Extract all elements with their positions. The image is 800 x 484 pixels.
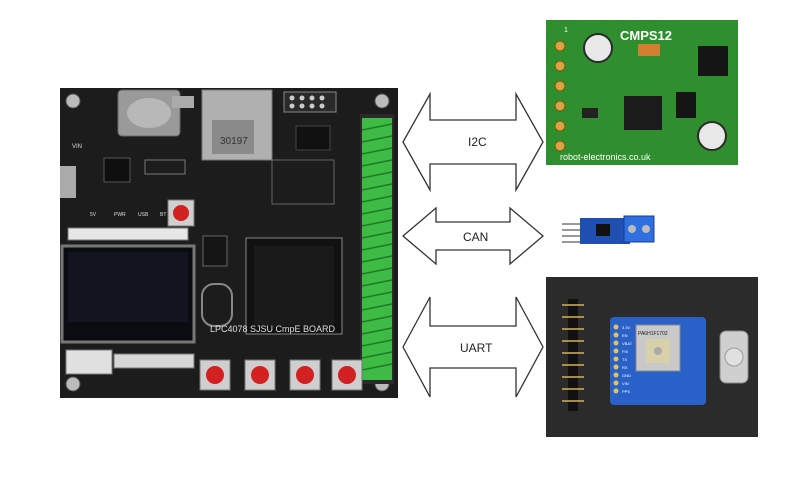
gps-pads bbox=[613, 324, 619, 394]
terminal-screw bbox=[642, 225, 650, 233]
can-chip bbox=[596, 224, 610, 236]
gps-pin-label: GND bbox=[622, 373, 631, 378]
user-button-3 bbox=[296, 366, 314, 384]
label-pwr: PWR bbox=[114, 212, 126, 218]
gps-pin-label: 3.3V bbox=[622, 325, 631, 330]
mcu-die bbox=[254, 246, 334, 326]
bottom-connector bbox=[65, 349, 113, 375]
cmps12-pins bbox=[554, 40, 566, 152]
gps-pin-label: FIX bbox=[622, 349, 629, 354]
gps-svg: 3.3V EN VBAT FIX TX RX GND VIN PPS PA6H1… bbox=[546, 277, 758, 437]
cmps12-hole bbox=[583, 33, 613, 63]
cmps12-title: CMPS12 bbox=[620, 28, 672, 43]
silk-outline bbox=[271, 159, 335, 205]
gps-coin-cell bbox=[724, 347, 744, 367]
crystal bbox=[201, 283, 233, 327]
eeprom-chip bbox=[295, 125, 331, 151]
bt-chip bbox=[103, 157, 131, 183]
can-arrow bbox=[401, 206, 545, 266]
gps-antenna-feed bbox=[654, 347, 662, 355]
sd-card bbox=[212, 120, 254, 154]
mounting-hole bbox=[65, 376, 81, 392]
oled-screen bbox=[68, 252, 188, 322]
user-button-2 bbox=[251, 366, 269, 384]
board-silkscreen: LPC4078 SJSU CmpE BOARD bbox=[210, 324, 336, 334]
mounting-hole bbox=[374, 93, 390, 109]
user-button-4 bbox=[338, 366, 356, 384]
terminal-screw bbox=[628, 225, 636, 233]
i2c-arrow bbox=[402, 91, 544, 193]
gps-pin-label: VIN bbox=[622, 381, 629, 386]
gps-module-text: PA6H1F1702 bbox=[638, 331, 668, 337]
gps-pin-label: PPS bbox=[622, 389, 630, 394]
can-transceiver-svg bbox=[562, 215, 655, 244]
label-vin: VIN bbox=[72, 144, 82, 150]
gps-pin-label: VBAT bbox=[622, 341, 633, 346]
user-buttons bbox=[199, 359, 363, 391]
user-button-1 bbox=[206, 366, 224, 384]
gps-pin-label: RX bbox=[622, 365, 628, 370]
bottom-pin-row bbox=[113, 353, 195, 369]
reset-button bbox=[173, 205, 189, 221]
label-bt: BT bbox=[160, 212, 166, 218]
usb-connector-top bbox=[172, 96, 194, 108]
lpc4078-board-image: 30197 VIN 5V PWR USB BT bbox=[60, 88, 398, 398]
can-label: CAN bbox=[463, 230, 489, 244]
cmps12-led bbox=[638, 44, 660, 56]
cmps12-component bbox=[582, 108, 598, 118]
cmps12-sensor-chip bbox=[698, 46, 728, 76]
top-header bbox=[283, 91, 337, 113]
gps-pin-label: TX bbox=[622, 357, 627, 362]
cmps12-footer: robot-electronics.co.uk bbox=[560, 152, 651, 162]
uart-label: UART bbox=[460, 341, 493, 355]
can-pins bbox=[562, 223, 582, 243]
regulator bbox=[202, 235, 228, 267]
battery-cell bbox=[127, 98, 171, 128]
sd-card-text: 30197 bbox=[220, 136, 248, 147]
connection-arrows bbox=[401, 91, 545, 398]
uart-arrow bbox=[402, 296, 544, 398]
cmps12-module-image: 1 CMPS12 robot-electronics.co.uk bbox=[546, 20, 738, 165]
gps-module-image: 3.3V EN VBAT FIX TX RX GND VIN PPS PA6H1… bbox=[546, 277, 758, 437]
cmps12-chip-small bbox=[676, 92, 696, 118]
usb-connector-side bbox=[60, 166, 76, 198]
cmps12-hole bbox=[697, 121, 727, 151]
cmps12-pin-marker: 1 bbox=[564, 27, 568, 34]
i2c-label: I2C bbox=[468, 135, 487, 149]
mounting-hole bbox=[65, 93, 81, 109]
gps-header-strip bbox=[562, 299, 584, 411]
label-usb: USB bbox=[138, 212, 149, 218]
left-pin-row bbox=[67, 227, 189, 241]
board-svg: 30197 VIN 5V PWR USB BT bbox=[60, 88, 398, 398]
cmps12-mcu bbox=[624, 96, 662, 130]
green-header-pins bbox=[361, 118, 393, 380]
can-transceiver-image bbox=[560, 212, 656, 246]
cmps12-svg: 1 CMPS12 robot-electronics.co.uk bbox=[546, 20, 738, 165]
gps-pin-label: EN bbox=[622, 333, 628, 338]
silk-box bbox=[144, 159, 186, 175]
label-5v: 5V bbox=[90, 212, 97, 218]
